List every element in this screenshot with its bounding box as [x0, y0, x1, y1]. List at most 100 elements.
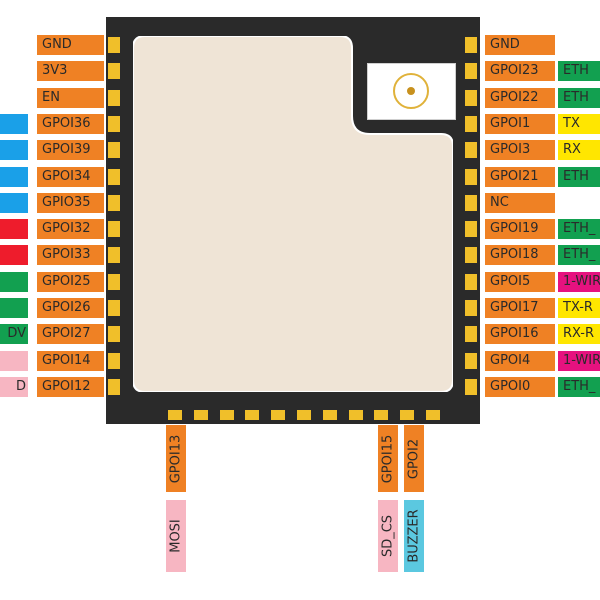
pin-function-label: ETH [558, 61, 600, 82]
pin-pad [108, 37, 120, 53]
pin-pad [465, 63, 477, 80]
pin-function-label: TX [558, 113, 600, 134]
pin-pad [465, 247, 477, 264]
pin-label-gnd: GND [37, 35, 104, 55]
pin-function-label [0, 219, 28, 240]
pin-pad [348, 410, 363, 420]
pin-label-text: GPOI15 [380, 434, 396, 483]
pin-pad [108, 142, 120, 159]
pin-pad [400, 410, 415, 420]
pin-function-label: SD_CS [378, 500, 398, 572]
metal-shield-can [133, 36, 453, 392]
pin-function-label [0, 271, 28, 292]
pin-pad [108, 273, 120, 290]
pin-label-gpoi21: GPOI21 [485, 166, 555, 187]
pin-pad [108, 352, 120, 369]
pin-pad [426, 410, 440, 420]
pin-label-nc: NC [485, 192, 555, 213]
pin-label-gpoi4: GPOI4 [485, 350, 555, 371]
pin-pad [465, 221, 477, 238]
pin-pad [465, 142, 477, 159]
pin-label-gpoi25: GPOI25 [37, 271, 104, 292]
pin-label-gpoi13: GPOI13 [166, 425, 186, 492]
pin-pad [168, 410, 182, 420]
pin-function-label: ETH_ [558, 376, 600, 397]
pin-function-text: MOSI [168, 519, 184, 553]
pin-pad [465, 352, 477, 369]
pin-pad [108, 194, 120, 211]
pin-pad [271, 410, 286, 420]
pin-pad [108, 378, 120, 395]
antenna-connector [367, 63, 456, 120]
pin-pad [465, 273, 477, 290]
pin-function-label: MOSI [166, 500, 186, 572]
pin-function-label [0, 298, 28, 318]
pin-label-gpoi14: GPOI14 [37, 350, 104, 371]
pin-pad [465, 300, 477, 316]
pin-pad [108, 63, 120, 80]
pin-pad [322, 410, 337, 420]
pin-pad [219, 410, 234, 420]
pin-label-gpoi1: GPOI1 [485, 113, 555, 134]
pin-function-label: ETH_ [558, 219, 600, 240]
pin-function-label [0, 166, 28, 187]
pin-function-label [0, 113, 28, 134]
pin-label-3v3: 3V3 [37, 61, 104, 82]
pin-pad [465, 194, 477, 211]
pin-label-gpio35: GPIO35 [37, 192, 104, 213]
pin-pad [465, 115, 477, 132]
pin-label-gpoi16: GPOI16 [485, 324, 555, 345]
pin-function-label: ETH_ [558, 245, 600, 266]
pin-function-label: 1-WIR [558, 350, 600, 371]
pin-function-text: SD_CS [380, 514, 396, 558]
pin-label-gpoi36: GPOI36 [37, 113, 104, 134]
pin-label-gpoi5: GPOI5 [485, 271, 555, 292]
pin-pad [193, 410, 208, 420]
pin-label-gnd: GND [485, 35, 555, 55]
pin-label-text: GPOI13 [168, 434, 184, 483]
pin-function-label [0, 350, 28, 371]
antenna-center-icon [407, 87, 415, 95]
pin-label-gpoi26: GPOI26 [37, 298, 104, 318]
pin-function-label [0, 140, 28, 161]
pin-pad [374, 410, 389, 420]
pin-label-text: GPOI2 [406, 438, 422, 479]
pin-function-label [0, 245, 28, 266]
pin-function-label: ETH [558, 166, 600, 187]
pin-label-gpoi33: GPOI33 [37, 245, 104, 266]
pin-pad [108, 221, 120, 238]
pin-label-gpoi18: GPOI18 [485, 245, 555, 266]
pin-label-en: EN [37, 87, 104, 108]
pin-label-gpoi32: GPOI32 [37, 219, 104, 240]
pin-label-gpoi23: GPOI23 [485, 61, 555, 82]
antenna-ring-icon [393, 73, 429, 109]
pin-pad [465, 326, 477, 343]
pin-pad [465, 168, 477, 185]
pin-pad [108, 300, 120, 316]
pin-function-label: RX-R [558, 324, 600, 345]
pin-function-label: BUZZER [404, 500, 424, 572]
pin-function-label: D [0, 376, 28, 397]
pin-function-label: 1-WIR [558, 271, 600, 292]
pin-pad [465, 37, 477, 53]
pin-label-gpoi3: GPOI3 [485, 140, 555, 161]
pin-label-gpoi17: GPOI17 [485, 298, 555, 318]
pin-pad [108, 168, 120, 185]
pin-pad [465, 89, 477, 106]
pin-pad [108, 247, 120, 264]
pin-function-label: TX-R [558, 298, 600, 318]
pin-label-gpoi12: GPOI12 [37, 376, 104, 397]
pin-function-label: ETH [558, 87, 600, 108]
pin-pad [245, 410, 260, 420]
pin-label-gpoi22: GPOI22 [485, 87, 555, 108]
pin-label-gpoi27: GPOI27 [37, 324, 104, 345]
pin-label-gpoi2: GPOI2 [404, 425, 424, 492]
pin-function-label [0, 192, 28, 213]
pin-function-label: RX [558, 140, 600, 161]
pin-pad [465, 378, 477, 395]
pin-pad [108, 326, 120, 343]
pin-label-gpoi15: GPOI15 [378, 425, 398, 492]
pin-function-label: DV [0, 324, 28, 345]
pin-label-gpoi34: GPOI34 [37, 166, 104, 187]
pin-pad [297, 410, 311, 420]
